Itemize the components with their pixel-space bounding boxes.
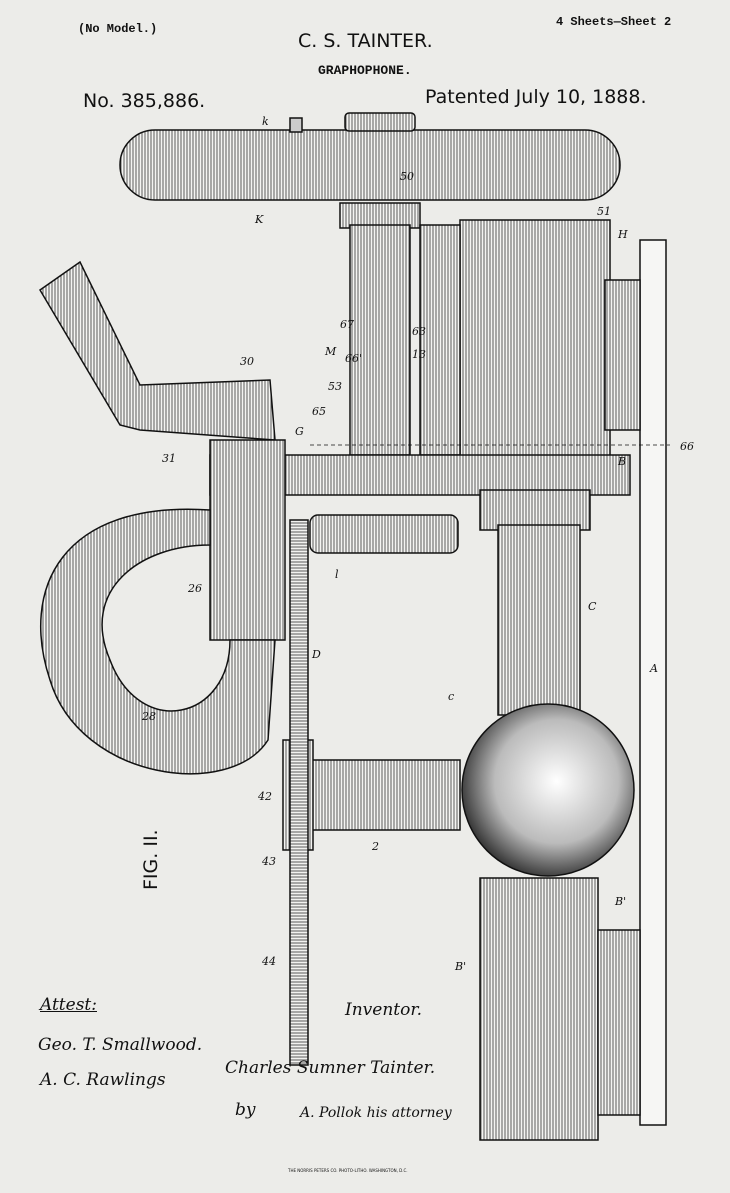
by-label: by bbox=[235, 1100, 256, 1120]
ref-A: A bbox=[650, 662, 658, 675]
ref-63: 63 bbox=[412, 325, 426, 338]
ball-joint bbox=[461, 703, 635, 877]
ref-42: 42 bbox=[258, 790, 272, 803]
ref-50: 50 bbox=[400, 170, 414, 183]
ref-D: D bbox=[312, 648, 321, 661]
sheet-number: 4 Sheets—Sheet 2 bbox=[556, 15, 672, 29]
ref-66: 66 bbox=[680, 440, 694, 453]
ref-k: k bbox=[262, 115, 269, 128]
witness-signature-1: Geo. T. Smallwood. bbox=[38, 1035, 203, 1055]
ref-43: 43 bbox=[262, 855, 276, 868]
ref-l: l bbox=[335, 568, 339, 581]
ref-26: 26 bbox=[188, 582, 202, 595]
scale-bar-D bbox=[289, 519, 309, 1066]
ref-c: c bbox=[448, 690, 455, 703]
ref-M: M bbox=[325, 345, 337, 358]
figure-label: FIG. II. bbox=[140, 829, 162, 890]
ref-C: C bbox=[588, 600, 597, 613]
ref-65: 65 bbox=[312, 405, 326, 418]
cylinder-housing bbox=[459, 219, 611, 461]
ref-44: 44 bbox=[262, 955, 276, 968]
patent-date: Patented July 10, 1888. bbox=[425, 86, 647, 108]
invention-title: GRAPHOPHONE. bbox=[318, 63, 412, 78]
column-Bprime bbox=[479, 877, 599, 1141]
flywheel-rim bbox=[119, 129, 621, 201]
ref-13: 13 bbox=[412, 348, 426, 361]
ref-67: 67 bbox=[340, 318, 354, 331]
ref-30: 30 bbox=[240, 355, 254, 368]
ref-53: 53 bbox=[328, 380, 342, 393]
curved-tube-28 bbox=[39, 508, 276, 775]
column-C bbox=[497, 524, 581, 716]
printer-credit: THE NORRIS PETERS CO. PHOTO-LITHO. WASHI… bbox=[288, 1168, 408, 1173]
ref-2: 2 bbox=[372, 840, 379, 853]
inventor-label: Inventor. bbox=[345, 1000, 423, 1020]
witness-signature-2: A. C. Rawlings bbox=[40, 1070, 166, 1090]
ref-B: B bbox=[618, 455, 627, 468]
attest-label: Attest: bbox=[40, 995, 97, 1015]
ref-51: 51 bbox=[597, 205, 611, 218]
ref-Bprime-right: B' bbox=[615, 895, 627, 908]
no-model-note: (No Model.) bbox=[78, 22, 158, 36]
ref-H: H bbox=[618, 228, 628, 241]
attorney-signature: A. Pollok his attorney bbox=[300, 1105, 452, 1121]
ref-K: K bbox=[255, 213, 264, 226]
inventor-signature: Charles Sumner Tainter. bbox=[225, 1058, 436, 1078]
ref-31: 31 bbox=[162, 452, 176, 465]
base-plate bbox=[639, 239, 667, 1126]
patent-number: No. 385,886. bbox=[83, 90, 206, 112]
ref-Bprime-left: B' bbox=[455, 960, 467, 973]
speaking-tube bbox=[39, 260, 276, 441]
inventor-heading: C. S. TAINTER. bbox=[298, 30, 433, 52]
ref-28: 28 bbox=[142, 710, 156, 723]
ref-66p: 66' bbox=[345, 352, 363, 365]
ref-G: G bbox=[295, 425, 304, 438]
